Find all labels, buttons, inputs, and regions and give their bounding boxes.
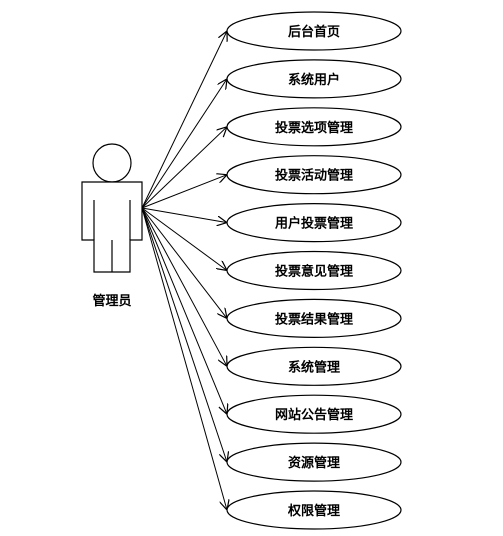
use-case: 投票意见管理 xyxy=(226,250,402,291)
association-line xyxy=(141,207,227,318)
use-case-ellipse xyxy=(226,107,402,147)
use-case-label: 权限管理 xyxy=(287,503,340,519)
use-case-ellipse xyxy=(226,442,402,482)
use-case-ellipse xyxy=(226,394,402,434)
use-case-nodes: 后台首页系统用户投票选项管理投票活动管理用户投票管理投票意见管理投票结果管理系统… xyxy=(226,11,402,530)
use-case-ellipse xyxy=(226,155,402,195)
use-case: 权限管理 xyxy=(226,490,402,530)
use-case: 用户投票管理 xyxy=(226,203,402,243)
association-line xyxy=(141,207,227,510)
association-lines xyxy=(141,31,227,510)
association-line xyxy=(141,79,227,209)
use-case-ellipse xyxy=(226,11,402,51)
use-case-label: 网站公告管理 xyxy=(275,407,353,423)
association-line xyxy=(141,127,227,209)
use-case-ellipse xyxy=(226,250,402,291)
use-case: 后台首页 xyxy=(226,11,402,51)
use-case-ellipse xyxy=(226,298,402,338)
association-line xyxy=(141,207,227,414)
use-case-ellipse xyxy=(226,346,402,386)
use-case-ellipse xyxy=(226,490,402,530)
use-case-label: 后台首页 xyxy=(288,24,340,40)
use-case-ellipse xyxy=(226,59,402,99)
use-case-label: 用户投票管理 xyxy=(274,216,353,232)
actor-figure xyxy=(81,143,143,273)
use-case-label: 资源管理 xyxy=(288,455,340,471)
use-case: 系统管理 xyxy=(226,346,402,386)
association-line xyxy=(141,207,227,366)
use-case-label: 系统用户 xyxy=(288,72,340,88)
use-case-label: 投票结果管理 xyxy=(275,311,353,327)
actor-label: 管理员 xyxy=(92,294,132,309)
use-case-label: 投票选项管理 xyxy=(275,120,353,136)
use-case: 系统用户 xyxy=(226,59,402,99)
use-case: 投票结果管理 xyxy=(226,298,402,338)
use-case-label: 投票活动管理 xyxy=(275,168,353,184)
association-line xyxy=(141,175,227,209)
actor-head xyxy=(92,143,132,183)
use-case: 网站公告管理 xyxy=(226,394,402,434)
association-line xyxy=(141,207,227,271)
use-case: 投票选项管理 xyxy=(226,107,402,147)
association-line xyxy=(141,207,227,223)
actor-body xyxy=(81,181,143,273)
use-case-label: 系统管理 xyxy=(288,359,340,375)
use-case: 资源管理 xyxy=(226,442,402,482)
association-line xyxy=(141,31,227,209)
use-case-ellipse xyxy=(226,203,402,243)
use-case: 投票活动管理 xyxy=(226,155,402,195)
association-line xyxy=(141,207,227,462)
use-case-label: 投票意见管理 xyxy=(275,264,353,280)
